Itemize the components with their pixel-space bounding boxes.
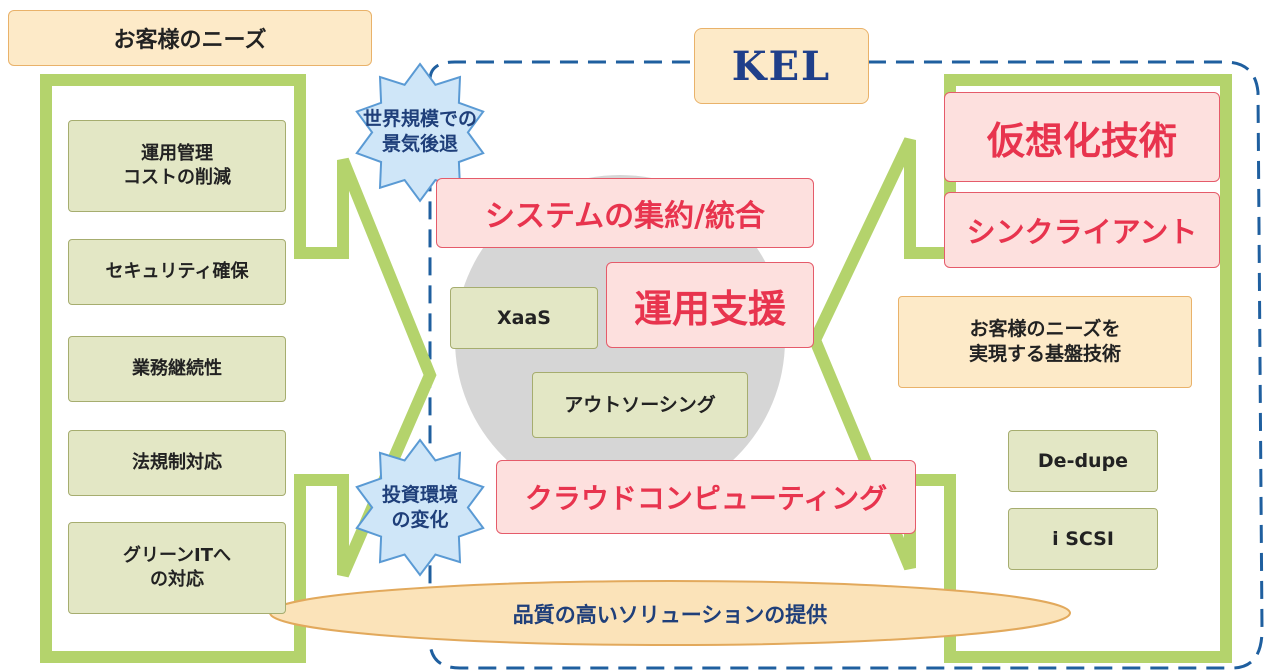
badge-investment-change: 投資環境 の変化 [381, 484, 458, 531]
top-badge-shape [355, 62, 485, 203]
customer-needs-tab-label: お客様のニーズ [113, 28, 267, 53]
kel-tab: KEL [694, 28, 869, 104]
ops-support-label: 運用支援 [633, 286, 786, 331]
thin-client-box: シンクライアント [944, 192, 1220, 268]
consolidation-box: システムの集約/統合 [436, 178, 814, 248]
cloud-label: クラウドコンピューティング [524, 482, 888, 515]
xaas-label: XaaS [497, 307, 551, 329]
foundation-box: お客様のニーズを 実現する基盤技術 [898, 296, 1192, 388]
need-item-label: 業務継続性 [132, 358, 222, 379]
need-item-continuity: 業務継続性 [68, 336, 286, 402]
virtualization-label: 仮想化技術 [986, 118, 1177, 163]
iscsi-label: i SCSI [1052, 528, 1114, 550]
bottom-banner-label: 品質の高いソリューションの提供 [512, 603, 828, 627]
need-item-label: 法規制対応 [132, 452, 222, 473]
outsourcing-label: アウトソーシング [564, 394, 716, 416]
need-item-label: セキュリティ確保 [105, 261, 249, 282]
virtualization-box: 仮想化技術 [944, 92, 1220, 182]
consolidation-label: システムの集約/統合 [484, 199, 766, 234]
cloud-box: クラウドコンピューティング [496, 460, 916, 534]
dedupe-box: De-dupe [1008, 430, 1158, 492]
iscsi-box: i SCSI [1008, 508, 1158, 570]
need-item-label: 運用管理 コストの削減 [123, 143, 231, 188]
xaas-box: XaaS [450, 287, 598, 349]
kel-label: KEL [731, 42, 832, 90]
outsourcing-box: アウトソーシング [532, 372, 748, 438]
ops-support-box: 運用支援 [606, 262, 814, 348]
customer-needs-tab: お客様のニーズ [8, 10, 372, 66]
foundation-label: お客様のニーズを 実現する基盤技術 [968, 318, 1121, 365]
dedupe-label: De-dupe [1037, 450, 1129, 472]
need-item-compliance: 法規制対応 [68, 430, 286, 496]
bottom-banner: 品質の高いソリューションの提供 [380, 594, 960, 634]
need-item-green-it: グリーンITへ の対応 [68, 522, 286, 614]
badge-global-recession: 世界規模での 景気後退 [362, 108, 477, 155]
bottom-badge-shape [355, 438, 485, 577]
need-item-security: セキュリティ確保 [68, 239, 286, 305]
thin-client-label: シンクライアント [966, 215, 1198, 249]
need-item-label: グリーンITへ の対応 [122, 545, 232, 590]
need-item-cost: 運用管理 コストの削減 [68, 120, 286, 212]
